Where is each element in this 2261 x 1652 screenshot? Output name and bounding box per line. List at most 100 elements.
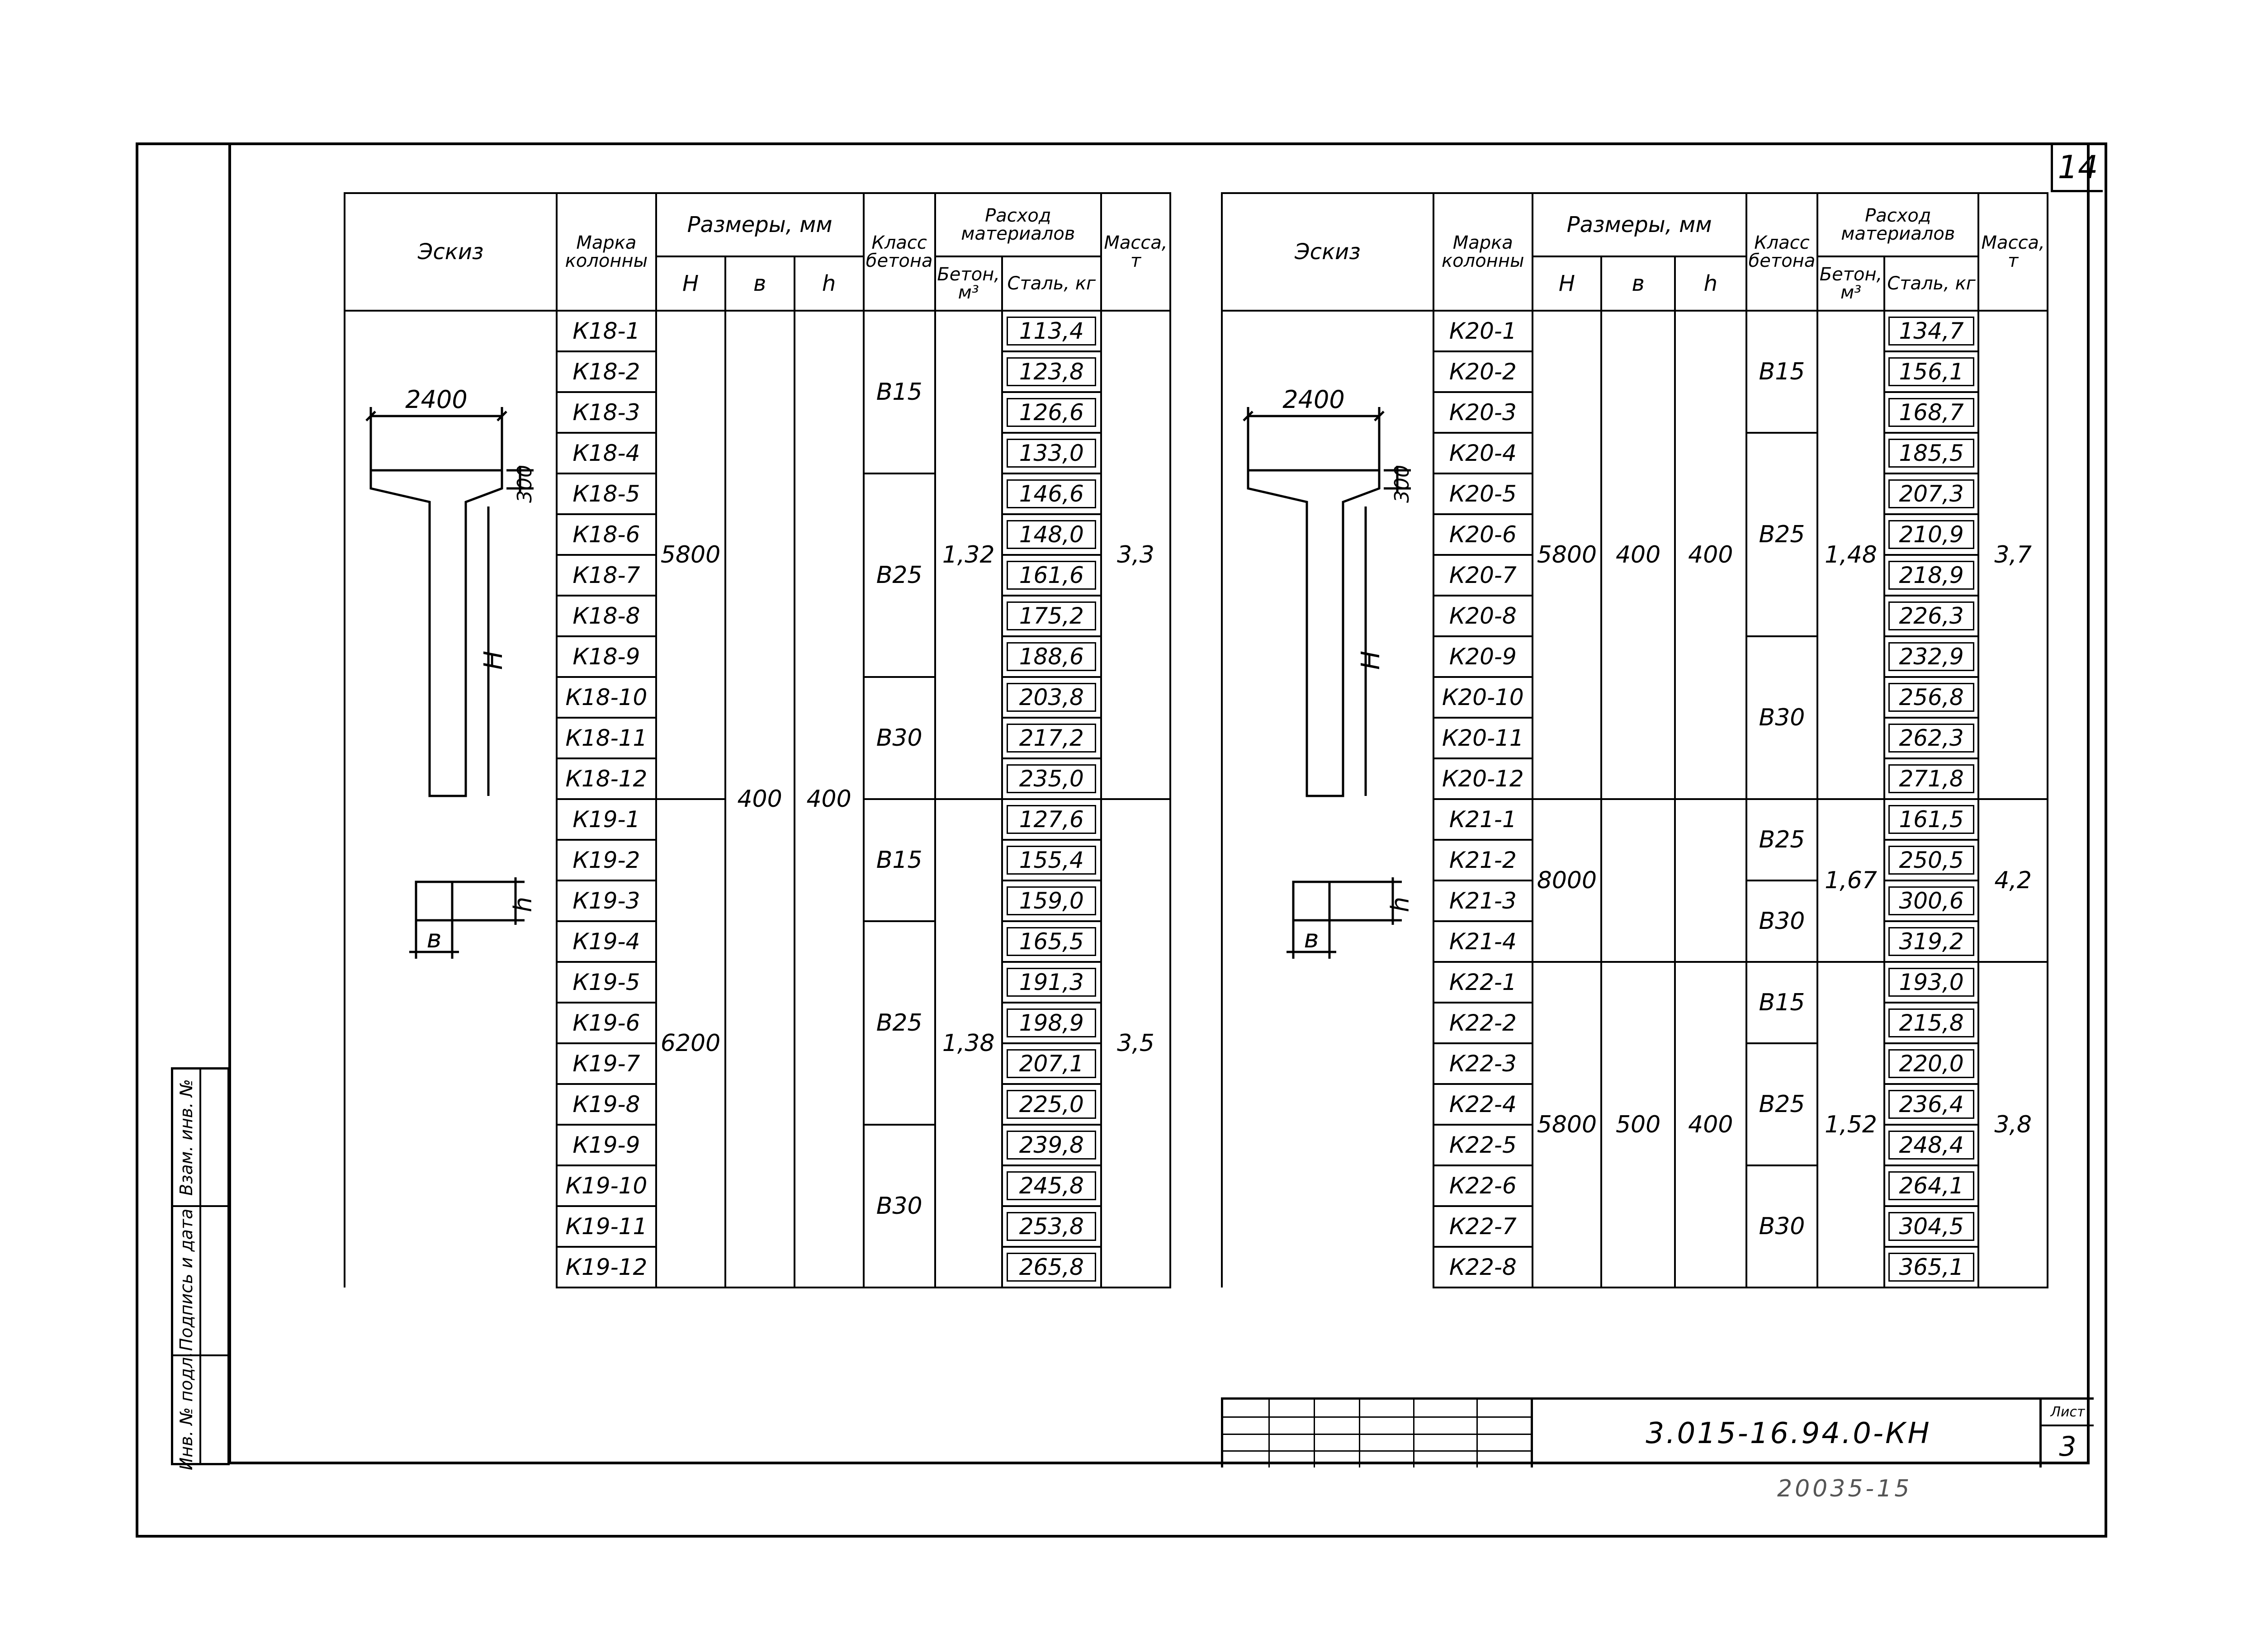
column-mark: К18-7 — [556, 554, 657, 596]
doc-code: 3.015-16.94.0-КН — [1531, 1400, 2044, 1467]
size-H: 5800 — [1531, 961, 1603, 1288]
column-mark: К22-5 — [1432, 1124, 1533, 1166]
mass: 4,2 — [1977, 798, 2048, 963]
concrete-class: В15 — [1745, 961, 1819, 1044]
column-mark: К20-6 — [1432, 513, 1533, 556]
concrete-class: В25 — [1745, 1042, 1819, 1166]
concrete-volume: 1,67 — [1816, 798, 1885, 963]
side-stamp-inv: Инв. № подл. — [176, 1351, 196, 1471]
steel-cell: 265,8 — [1001, 1246, 1102, 1288]
size-b: 400 — [724, 310, 795, 1288]
sheet-number: 14 — [2051, 145, 2103, 192]
steel-value: 239,8 — [1007, 1131, 1097, 1160]
steel-cell: 225,0 — [1001, 1083, 1102, 1126]
steel-cell: 304,5 — [1883, 1205, 1980, 1248]
size-H: 5800 — [655, 310, 726, 800]
dim-300: 300 — [513, 465, 536, 503]
concrete-volume: 1,38 — [934, 798, 1003, 1288]
steel-value: 175,2 — [1007, 601, 1097, 630]
header-mark: Марка колонны — [1432, 192, 1533, 312]
steel-cell: 239,8 — [1001, 1124, 1102, 1166]
concrete-volume: 1,48 — [1816, 310, 1885, 800]
steel-cell: 165,5 — [1001, 920, 1102, 963]
column-mark: К18-9 — [556, 635, 657, 678]
dim-b: в — [1304, 924, 1319, 954]
sheet-value: 3 — [2059, 1431, 2077, 1463]
size-b: 400 — [1600, 310, 1676, 800]
steel-value: 123,8 — [1007, 357, 1097, 386]
sheet-label: Лист — [2042, 1400, 2094, 1426]
column-mark: К20-5 — [1432, 473, 1533, 515]
steel-cell: 191,3 — [1001, 961, 1102, 1004]
title-block: 3.015-16.94.0-КН Лист 3 — [1221, 1397, 2094, 1467]
steel-cell: 300,6 — [1883, 880, 1980, 922]
steel-value: 226,3 — [1888, 601, 1974, 630]
steel-cell: 235,0 — [1001, 757, 1102, 800]
concrete-class: В30 — [1745, 1164, 1819, 1288]
steel-cell: 188,6 — [1001, 635, 1102, 678]
header-mass: Масса, т — [1977, 192, 2048, 312]
column-mark: К19-2 — [556, 839, 657, 881]
column-mark: К20-8 — [1432, 595, 1533, 637]
steel-value: 218,9 — [1888, 561, 1974, 590]
steel-cell: 215,8 — [1883, 1002, 1980, 1044]
header-steel: Сталь, кг — [1883, 256, 1980, 312]
side-stamp: Взам. инв. № Подпись и дата Инв. № подл. — [171, 1067, 230, 1470]
size-b — [1600, 798, 1676, 963]
steel-cell: 248,4 — [1883, 1124, 1980, 1166]
concrete-class: В25 — [1745, 432, 1819, 637]
steel-value: 113,4 — [1007, 317, 1097, 346]
steel-value: 217,2 — [1007, 724, 1097, 753]
steel-cell: 262,3 — [1883, 717, 1980, 759]
steel-cell: 123,8 — [1001, 350, 1102, 393]
size-h — [1674, 798, 1747, 963]
steel-cell: 232,9 — [1883, 635, 1980, 678]
size-h: 400 — [1674, 961, 1747, 1288]
header-concrete: Бетон, м³ — [934, 256, 1003, 312]
header-b: в — [724, 256, 795, 312]
steel-value: 159,0 — [1007, 886, 1097, 915]
steel-cell: 207,1 — [1001, 1042, 1102, 1085]
column-mark: К21-4 — [1432, 920, 1533, 963]
column-mark: К22-7 — [1432, 1205, 1533, 1248]
column-mark: К19-12 — [556, 1246, 657, 1288]
concrete-volume: 1,52 — [1816, 961, 1885, 1288]
column-mark: К19-9 — [556, 1124, 657, 1166]
header-b: в — [1600, 256, 1676, 312]
header-sketch: Эскиз — [1221, 192, 1434, 312]
column-mark: К19-4 — [556, 920, 657, 963]
steel-value: 193,0 — [1888, 968, 1974, 997]
steel-cell: 264,1 — [1883, 1164, 1980, 1207]
column-mark: К20-1 — [1432, 310, 1533, 352]
steel-cell: 210,9 — [1883, 513, 1980, 556]
steel-cell: 155,4 — [1001, 839, 1102, 881]
steel-cell: 127,6 — [1001, 798, 1102, 841]
concrete-class: В30 — [862, 1124, 936, 1288]
column-mark: К19-3 — [556, 880, 657, 922]
inner-frame — [228, 145, 2087, 1464]
size-h: 400 — [793, 310, 865, 1288]
steel-cell: 146,6 — [1001, 473, 1102, 515]
column-mark: К18-1 — [556, 310, 657, 352]
steel-cell: 365,1 — [1883, 1246, 1980, 1288]
steel-value: 220,0 — [1888, 1049, 1974, 1078]
mass: 3,5 — [1100, 798, 1172, 1288]
steel-value: 161,5 — [1888, 805, 1974, 834]
steel-value: 126,6 — [1007, 398, 1097, 427]
column-mark: К19-11 — [556, 1205, 657, 1248]
steel-value: 245,8 — [1007, 1171, 1097, 1200]
header-mark: Марка колонны — [556, 192, 657, 312]
steel-value: 207,3 — [1888, 479, 1974, 508]
steel-cell: 185,5 — [1883, 432, 1980, 474]
